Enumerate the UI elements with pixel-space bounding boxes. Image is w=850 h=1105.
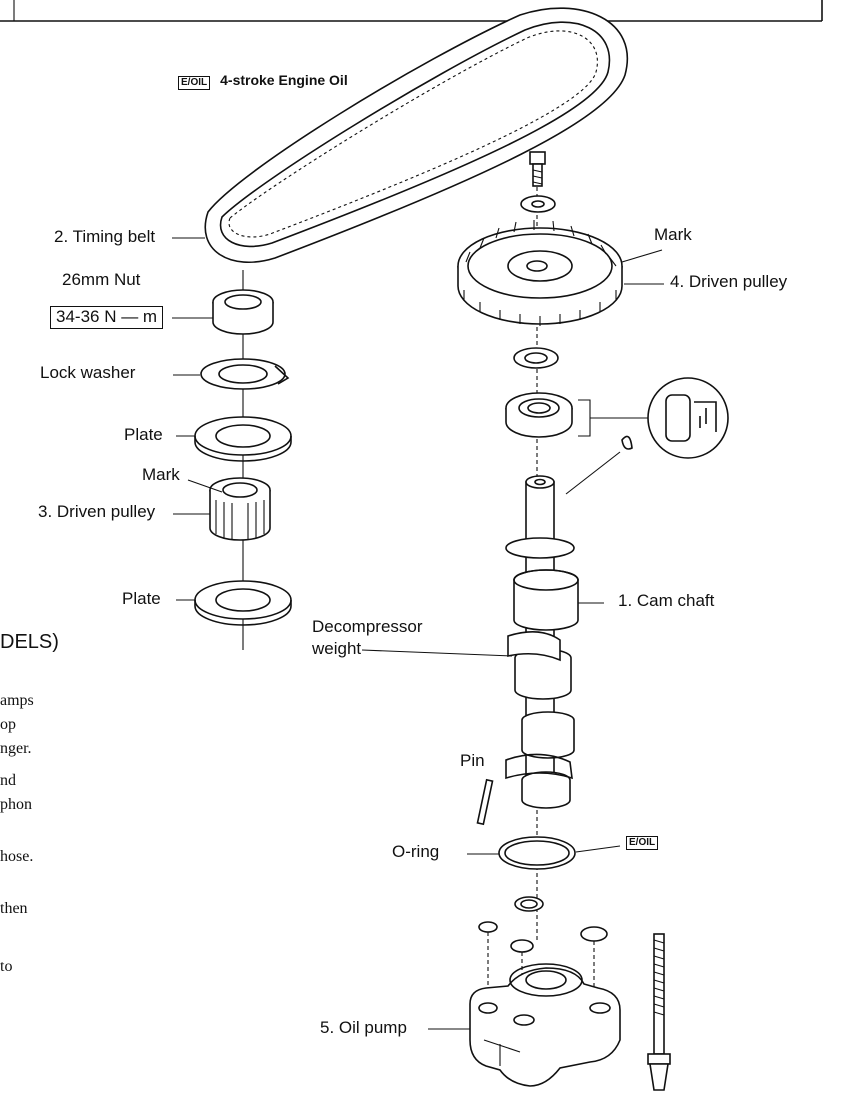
upper-plate xyxy=(194,416,292,462)
top-bolt xyxy=(529,151,546,187)
oil-pump xyxy=(428,963,621,1087)
label-decompressor-line1: Decompressor xyxy=(312,617,423,636)
decompressor-leader xyxy=(361,649,513,657)
long-bolt xyxy=(647,933,671,1091)
label-o-ring: O-ring xyxy=(392,842,440,861)
side-line-3: nger. xyxy=(0,740,32,757)
oil-legend: E/OIL 4-stroke Engine Oil xyxy=(178,72,348,90)
bearing-detail-callout xyxy=(647,377,729,459)
label-plate-lower: Plate xyxy=(122,589,161,608)
driven-pulley-3 xyxy=(209,477,271,541)
label-oil-pump: 5. Oil pump xyxy=(320,1018,407,1037)
oil-tube-icon: E/OIL xyxy=(178,76,211,90)
pin xyxy=(476,778,494,826)
o-ring xyxy=(467,836,621,870)
side-line-1: amps xyxy=(0,692,34,709)
lock-washer xyxy=(200,358,290,390)
side-line-8: to xyxy=(0,958,13,975)
pump-side-rings xyxy=(478,921,608,1040)
side-line-5: phon xyxy=(0,796,32,813)
cam-shaft xyxy=(505,475,604,809)
woodruff-key xyxy=(621,435,633,450)
top-washer xyxy=(520,195,556,213)
spacer-washer xyxy=(513,347,559,369)
small-o-ring xyxy=(514,896,544,912)
side-line-7: then xyxy=(0,900,28,917)
nut-26mm xyxy=(212,289,274,335)
label-driven-pulley-4: 4. Driven pulley xyxy=(670,272,788,291)
label-cam-shaft: 1. Cam chaft xyxy=(618,591,715,610)
label-plate-upper: Plate xyxy=(124,425,163,444)
o-ring-oil-tube-icon: E/OIL xyxy=(626,836,659,850)
timing-belt xyxy=(204,7,628,263)
label-driven-pulley-3: 3. Driven pulley xyxy=(38,502,156,521)
label-timing-belt: 2. Timing belt xyxy=(54,227,156,246)
right-leader-lines xyxy=(621,249,664,285)
side-line-2: op xyxy=(0,716,16,733)
label-nut: 26mm Nut xyxy=(62,270,141,289)
label-mark-left: Mark xyxy=(142,465,180,484)
top-frame xyxy=(0,0,823,22)
label-decompressor-line2: weight xyxy=(312,639,362,658)
bearing xyxy=(505,392,650,438)
left-leader-lines xyxy=(172,237,223,601)
side-line-4: nd xyxy=(0,772,16,789)
lower-plate xyxy=(194,580,292,626)
label-mark-right: Mark xyxy=(654,225,692,244)
label-torque: 34-36 N — m xyxy=(50,306,164,329)
key-leader xyxy=(565,451,621,495)
driven-pulley-4 xyxy=(457,220,623,326)
label-pin: Pin xyxy=(460,751,485,770)
oil-legend-text: 4-stroke Engine Oil xyxy=(220,72,348,88)
side-header: DELS) xyxy=(0,631,59,653)
side-line-6: hose. xyxy=(0,848,34,865)
label-lock-washer: Lock washer xyxy=(40,363,136,382)
